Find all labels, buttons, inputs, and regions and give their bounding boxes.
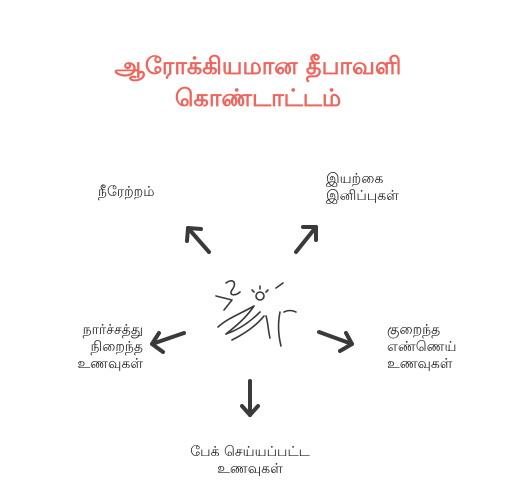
sketch-sun-circle bbox=[255, 291, 265, 301]
branch-label-line: உணவுகள் bbox=[217, 461, 283, 477]
branch-label-line: இனிப்புகள் bbox=[326, 188, 399, 204]
healthy-celebration-sketch-icon bbox=[215, 280, 297, 347]
sketch-hand bbox=[217, 305, 255, 335]
sketch-ray bbox=[265, 289, 269, 293]
sketch-stroke bbox=[275, 282, 284, 289]
arrow-to-bottom bbox=[240, 379, 260, 417]
branch-label-line: நார்ச்சத்து bbox=[82, 322, 143, 338]
branch-label-line: குறைந்த bbox=[387, 322, 441, 338]
branch-label-fiber-rich-foods: நார்ச்சத்து நிறைந்த உணவுகள் bbox=[26, 322, 143, 373]
branch-label-low-oil-foods: குறைந்த எண்ணெய் உணவுகள் bbox=[387, 322, 456, 373]
branch-label-natural-sweets: இயற்கை இனிப்புகள் bbox=[326, 171, 399, 205]
title-line-2: கொண்டாட்டம் bbox=[174, 84, 342, 112]
sketch-stroke bbox=[225, 280, 241, 296]
title-line-1: ஆரோக்கியமான தீபாவளி bbox=[114, 52, 402, 80]
sketch-stroke bbox=[277, 311, 282, 347]
branch-label-line: இயற்கை bbox=[326, 171, 384, 187]
sketch-stroke bbox=[283, 309, 297, 313]
branch-label-line: நீரேற்றம் bbox=[98, 184, 155, 200]
arrow-to-top-right bbox=[294, 225, 318, 254]
branch-label-baked-foods: பேக் செய்யப்பட்ட உணவுகள் bbox=[150, 444, 350, 478]
arrow-to-top-left bbox=[185, 226, 211, 254]
branch-label-line: உணவுகள் bbox=[77, 356, 143, 372]
sketch-stroke bbox=[215, 295, 233, 311]
branch-label-hydration: நீரேற்றம் bbox=[98, 184, 154, 201]
branch-label-line: எண்ணெய் bbox=[387, 339, 457, 355]
arrow-to-left bbox=[150, 331, 186, 354]
sketch-hand bbox=[231, 315, 265, 341]
sketch-ray bbox=[251, 289, 255, 293]
branch-label-line: பேக் செய்யப்பட்ட bbox=[190, 444, 310, 460]
arrow-to-right bbox=[317, 330, 354, 353]
sketch-stroke bbox=[265, 315, 271, 339]
branch-label-line: நிறைந்த bbox=[90, 339, 143, 355]
branch-label-line: உணவுகள் bbox=[387, 356, 453, 372]
diagram-title: ஆரோக்கியமான தீபாவளி கொண்டாட்டம் bbox=[0, 50, 516, 114]
sketch-hand bbox=[225, 311, 261, 335]
